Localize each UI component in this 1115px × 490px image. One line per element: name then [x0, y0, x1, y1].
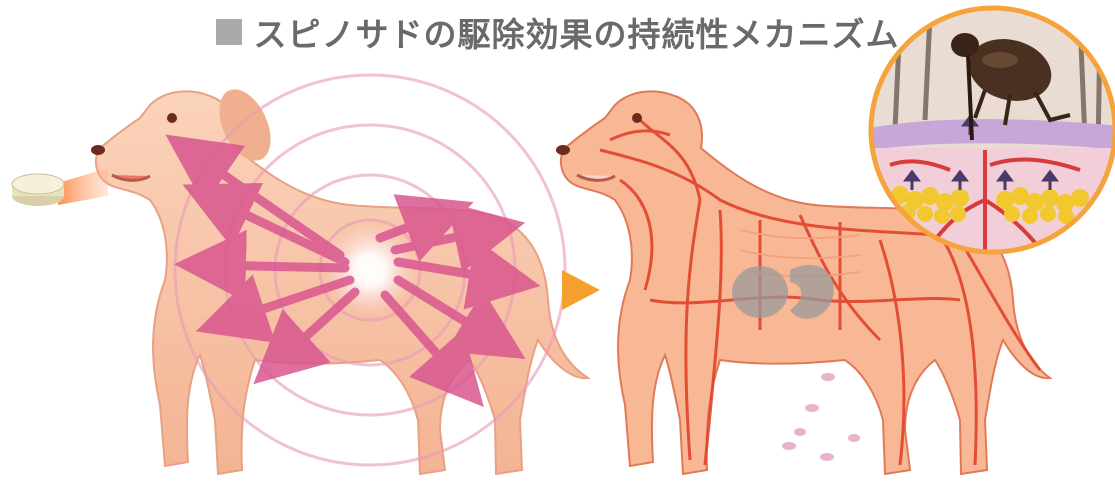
excreted-particles-icon: [782, 373, 860, 461]
tablet-with-beam: [12, 168, 108, 206]
dog-nose-icon: [91, 145, 105, 155]
left-dog: [91, 75, 588, 474]
tablet-icon: [12, 174, 64, 194]
next-step-arrow-icon: [562, 270, 600, 310]
dog-eye-icon: [167, 113, 177, 123]
